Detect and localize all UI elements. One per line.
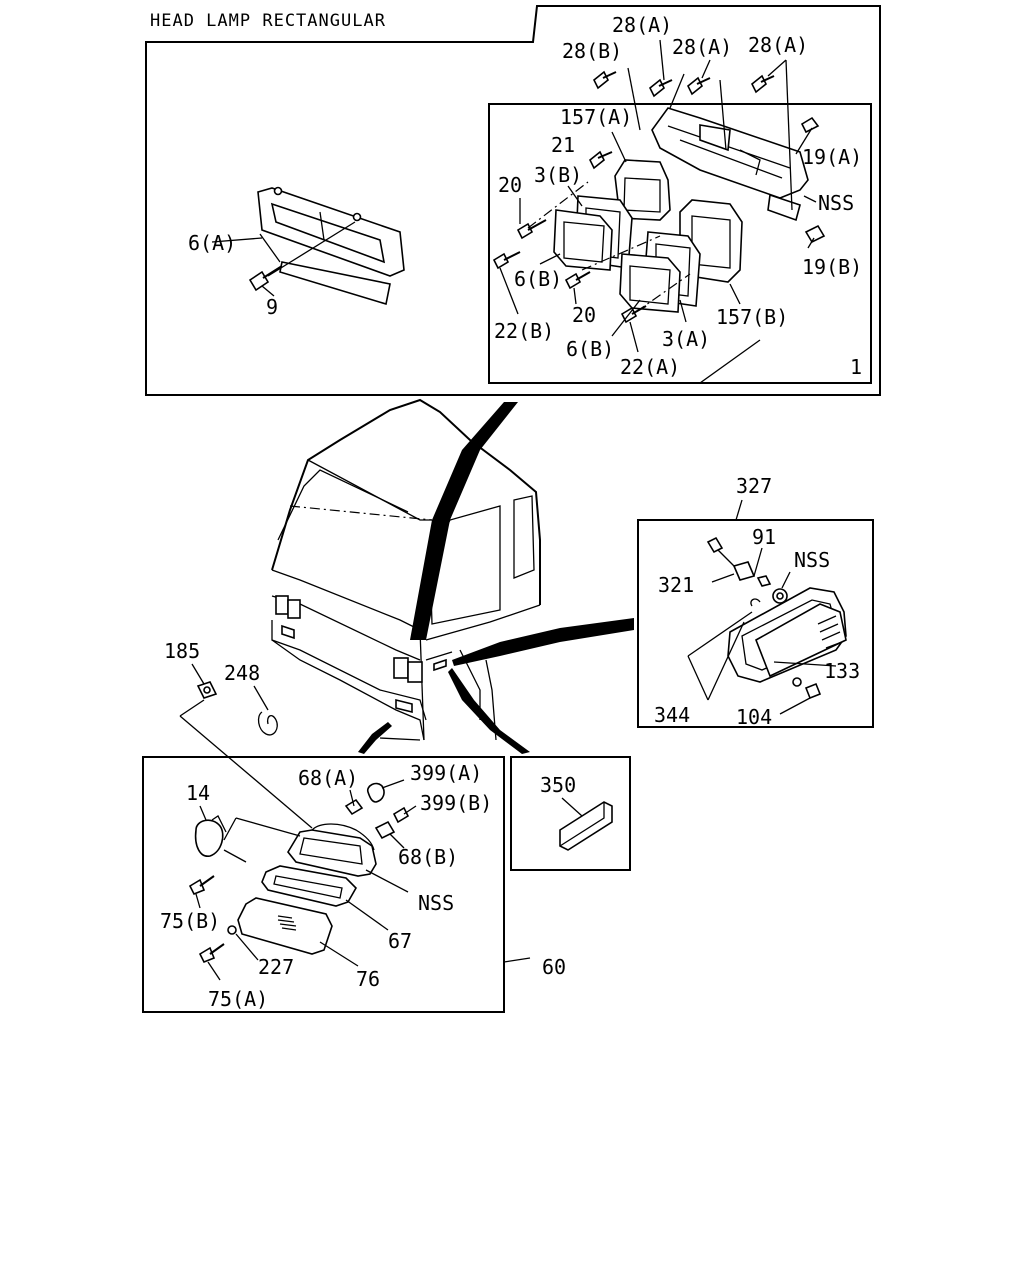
leader-lines-turn-lamp bbox=[195, 779, 417, 981]
screw-75a-part bbox=[198, 943, 225, 964]
label-104: 104 bbox=[736, 705, 772, 729]
label-28a-1: 28(A) bbox=[612, 13, 672, 37]
turn-lamp-panel-frame bbox=[142, 756, 505, 1013]
side-lamp-344-part bbox=[727, 587, 847, 683]
screw-104-part bbox=[792, 677, 822, 700]
label-nss-top: NSS bbox=[818, 191, 854, 215]
label-21: 21 bbox=[551, 133, 575, 157]
clip-185-part bbox=[191, 663, 218, 699]
label-350: 350 bbox=[540, 773, 576, 797]
label-1: 1 bbox=[850, 355, 862, 379]
mounting-bracket-part bbox=[651, 107, 809, 222]
leader-lines-headlamp bbox=[211, 39, 817, 353]
washer-227-part bbox=[227, 925, 237, 935]
label-399b: 399(B) bbox=[420, 791, 492, 815]
bezel-6a-part bbox=[257, 186, 405, 306]
truck-cab-illustration bbox=[271, 398, 634, 754]
label-60: 60 bbox=[542, 955, 566, 979]
label-344: 344 bbox=[654, 703, 690, 727]
reflector-panel-frame bbox=[510, 756, 631, 871]
bulb-socket-321-part bbox=[706, 536, 788, 604]
label-157a: 157(A) bbox=[560, 105, 632, 129]
bulb-14-part bbox=[194, 815, 227, 857]
label-75b: 75(B) bbox=[160, 909, 220, 933]
label-28a-2: 28(A) bbox=[672, 35, 732, 59]
lens-76-part bbox=[237, 897, 333, 955]
label-399a: 399(A) bbox=[410, 761, 482, 785]
label-6a: 6(A) bbox=[188, 231, 236, 255]
reflector-panel: 350 bbox=[510, 756, 631, 871]
label-75a: 75(A) bbox=[208, 987, 268, 1011]
headlamp-assembly-box bbox=[488, 103, 872, 384]
lamp-housing-part bbox=[287, 823, 377, 877]
label-19b: 19(B) bbox=[802, 255, 862, 279]
label-nss-side: NSS bbox=[794, 548, 830, 572]
turn-lamp-panel: 68(A) 399(A) 14 399(B) 68(B) NSS 75(B) 6… bbox=[142, 756, 566, 1013]
clip-248-part bbox=[253, 685, 278, 736]
screw-75b-part bbox=[188, 875, 215, 896]
label-248: 248 bbox=[224, 661, 260, 685]
label-28b: 28(B) bbox=[562, 39, 622, 63]
panel-title: HEAD LAMP RECTANGULAR bbox=[150, 11, 386, 31]
bezel-6b-lower-part bbox=[619, 253, 681, 313]
bulb-68b-part bbox=[374, 806, 410, 840]
screw-9-part bbox=[248, 265, 283, 292]
label-22a: 22(A) bbox=[620, 355, 680, 379]
label-68b: 68(B) bbox=[398, 845, 458, 869]
label-19a: 19(A) bbox=[802, 145, 862, 169]
label-68a: 68(A) bbox=[298, 766, 358, 790]
label-6b-top: 6(B) bbox=[514, 267, 562, 291]
label-227: 227 bbox=[258, 955, 294, 979]
label-157b: 157(B) bbox=[716, 305, 788, 329]
headlamp-panel-frame bbox=[145, 5, 881, 396]
gasket-67-part bbox=[261, 865, 357, 907]
label-185: 185 bbox=[164, 639, 200, 663]
label-20-mid: 20 bbox=[572, 303, 596, 327]
label-9: 9 bbox=[266, 295, 278, 319]
label-14: 14 bbox=[186, 781, 210, 805]
bezel-6b-upper-part bbox=[553, 209, 613, 271]
label-3b: 3(B) bbox=[534, 163, 582, 187]
screws-headlamp bbox=[492, 70, 826, 324]
label-67: 67 bbox=[388, 929, 412, 953]
side-lamp-panel-frame bbox=[637, 519, 874, 728]
label-6b-bottom: 6(B) bbox=[566, 337, 614, 361]
label-3a: 3(A) bbox=[662, 327, 710, 351]
label-133: 133 bbox=[824, 659, 860, 683]
label-76: 76 bbox=[356, 967, 380, 991]
side-lamp-panel: 327 91 NSS 321 133 344 104 bbox=[637, 474, 874, 729]
label-28a-3: 28(A) bbox=[748, 33, 808, 57]
bulb-68a-part bbox=[344, 782, 385, 816]
label-91: 91 bbox=[752, 525, 776, 549]
label-nss-bottom: NSS bbox=[418, 891, 454, 915]
label-327: 327 bbox=[736, 474, 772, 498]
label-20-top: 20 bbox=[498, 173, 522, 197]
label-321: 321 bbox=[658, 573, 694, 597]
label-22b: 22(B) bbox=[494, 319, 554, 343]
headlamp-panel: HEAD LAMP RECTANGULAR bbox=[145, 5, 881, 396]
